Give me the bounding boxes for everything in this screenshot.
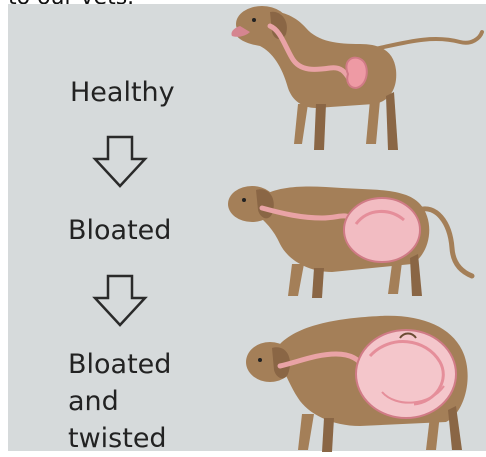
bloated-twisted-dog-illustration: [240, 304, 486, 454]
label-healthy: Healthy: [70, 74, 175, 111]
label-bloated: Bloated: [68, 212, 171, 249]
diagram-panel: Healthy Bloated Bloated and twisted: [8, 4, 486, 451]
bloated-dog-illustration: [222, 168, 486, 300]
healthy-dog-illustration: [220, 4, 486, 156]
label-bloated-and-twisted: Bloated and twisted: [68, 346, 218, 457]
down-arrow-icon: [92, 135, 148, 189]
down-arrow-icon: [92, 274, 148, 328]
